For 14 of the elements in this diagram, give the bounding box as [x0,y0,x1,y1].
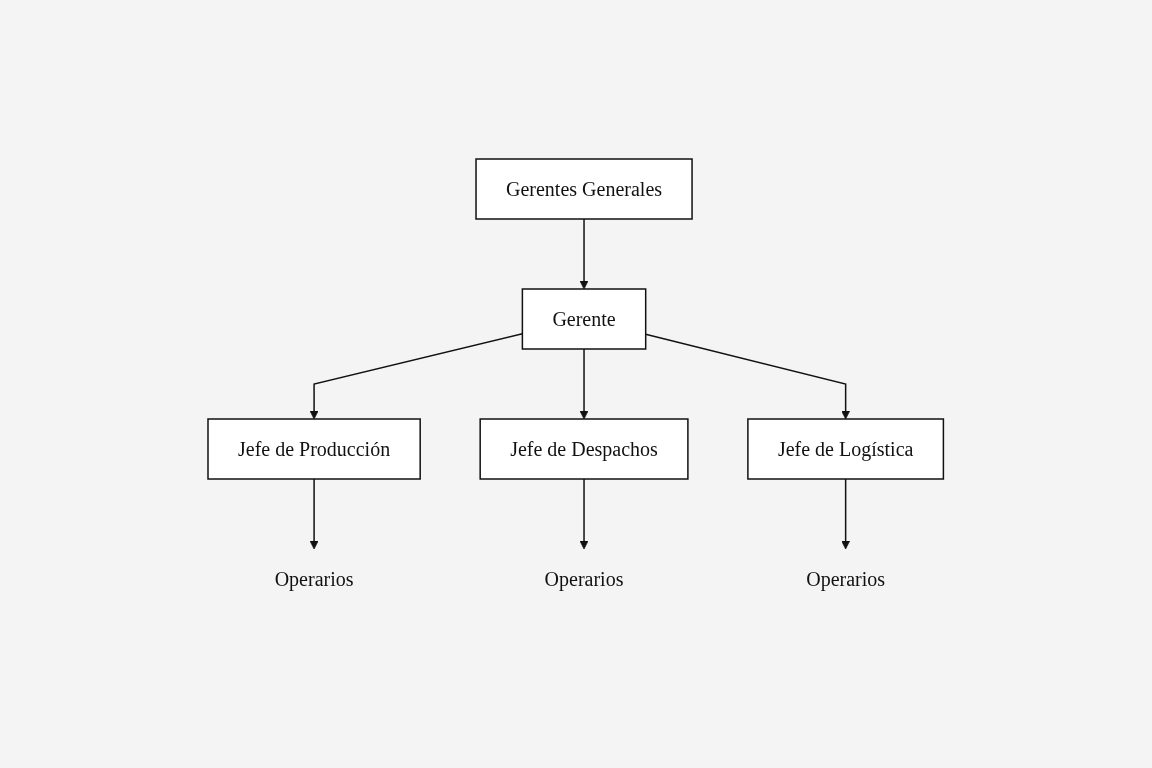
node-box: Gerente [521,288,647,350]
arrow [579,348,589,420]
node-box: Jefe de Despachos [479,418,689,480]
arrow [841,478,851,550]
arrow [579,218,589,290]
node-box: Jefe de Logística [747,418,945,480]
node-text: Operarios [274,568,354,590]
node-text: Operarios [544,568,624,590]
node-box: Gerentes Generales [475,158,694,220]
node-box: Jefe de Producción [207,418,422,480]
node-text: Operarios [806,568,886,590]
arrow [579,478,589,550]
arrow [645,333,851,420]
arrow [310,478,319,550]
